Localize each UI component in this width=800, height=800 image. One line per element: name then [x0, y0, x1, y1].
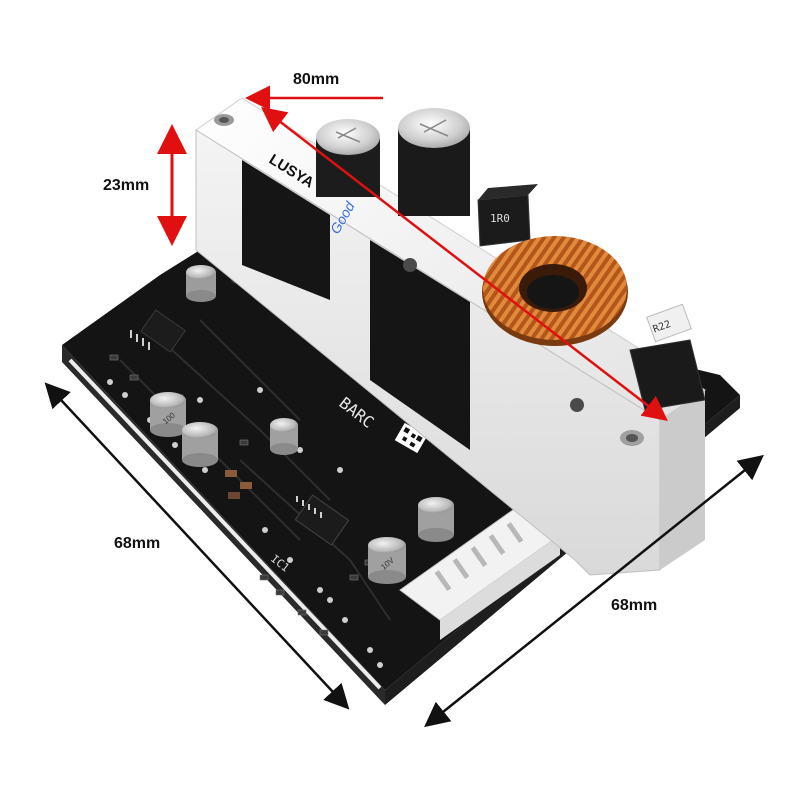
qr-sticker [394, 422, 428, 454]
depth-label-left: 68mm [114, 535, 161, 552]
length-label: 80mm [293, 71, 340, 88]
length-dimension [245, 85, 668, 422]
capacitor [186, 265, 216, 302]
capacitor: 100 [150, 392, 186, 437]
depth-dimension-right [424, 454, 764, 728]
svg-text:1R0: 1R0 [490, 212, 510, 225]
capacitor: 10V [368, 537, 406, 584]
toroid-inductor [482, 236, 628, 346]
depth-dimension-left [44, 382, 350, 710]
depth-label-right: 68mm [611, 597, 658, 614]
capacitor [270, 418, 298, 455]
capacitor [418, 497, 454, 542]
bulk-capacitor [398, 108, 470, 216]
power-connector: R22 [629, 303, 706, 411]
height-label: 23mm [103, 177, 150, 194]
capacitor [182, 422, 218, 467]
smd-inductor: 1R0 [477, 184, 538, 247]
